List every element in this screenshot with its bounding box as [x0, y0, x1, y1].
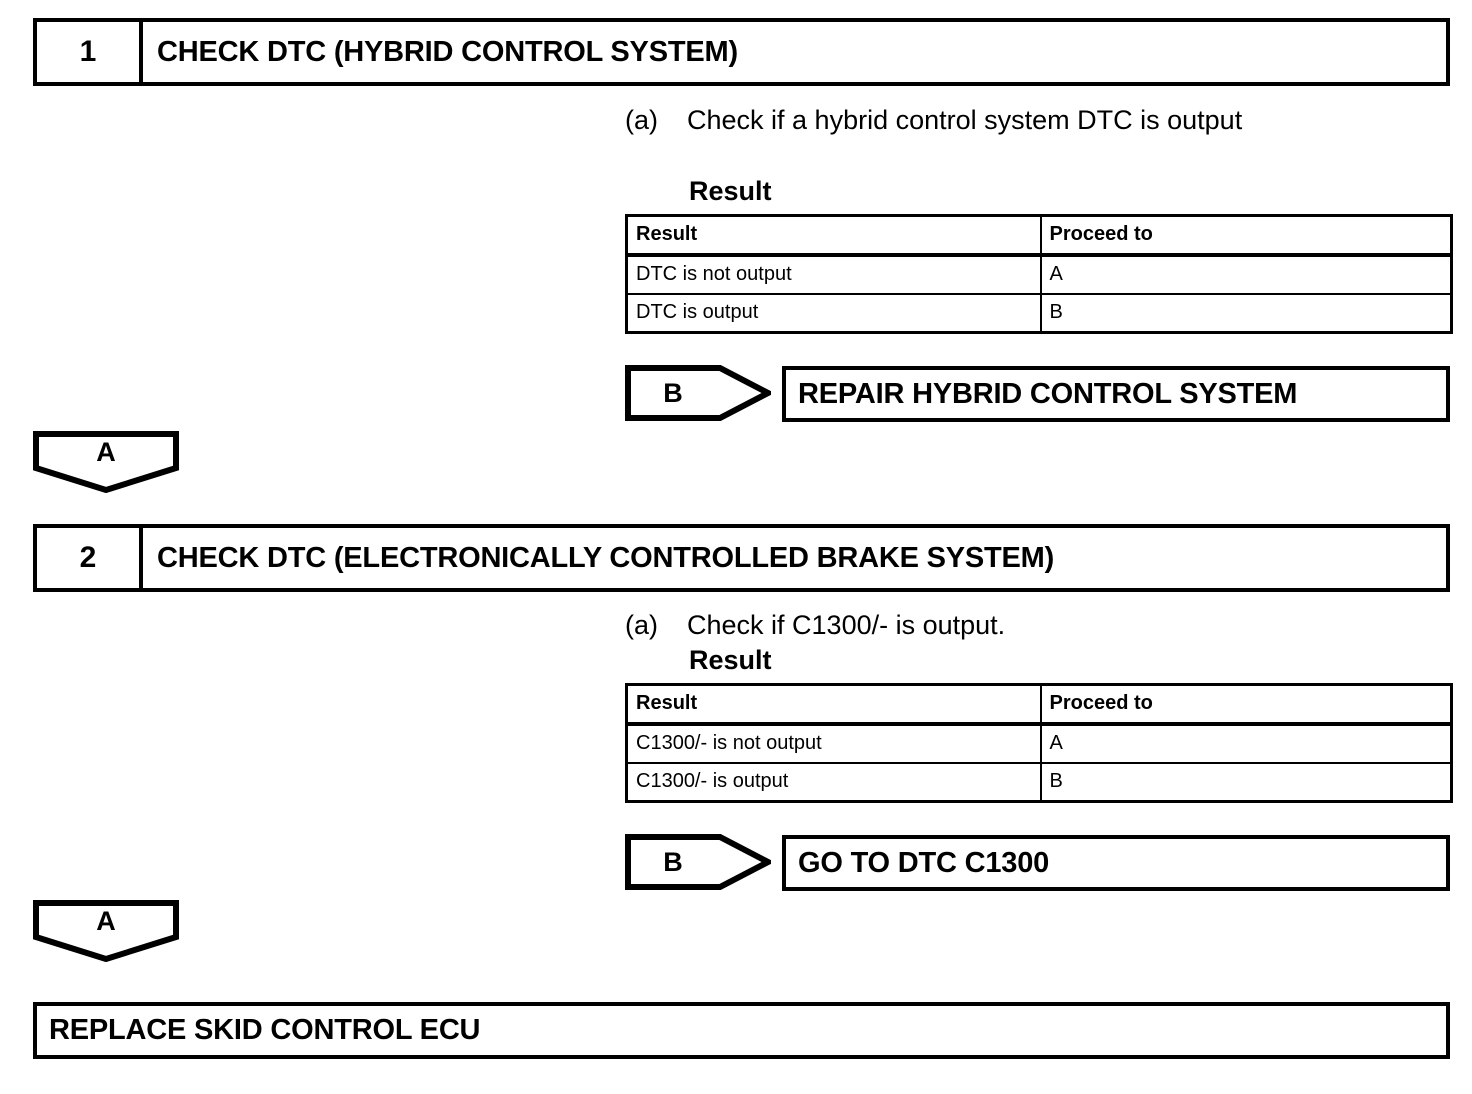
step-2-result-caption: Result: [689, 645, 772, 675]
action-box-replace-skid-control-ecu: REPLACE SKID CONTROL ECU: [33, 1002, 1450, 1059]
column-header-result: Result: [625, 214, 1042, 257]
step-1-procedure-text: Check if a hybrid control system DTC is …: [687, 105, 1243, 135]
table-row: C1300/- is not output A: [625, 722, 1453, 764]
column-header-result: Result: [625, 683, 1042, 726]
step-1-number: 1: [37, 22, 143, 82]
cell-proceed-to: B: [1039, 292, 1453, 334]
step-2-procedure-marker: (a): [625, 610, 658, 640]
table-header-row: Result Proceed to: [625, 214, 1453, 257]
cell-proceed-to: A: [1039, 253, 1453, 295]
connector-b-label-step-1: B: [663, 377, 683, 408]
connector-a-label-step-2: A: [96, 905, 116, 936]
step-1-header: 1 CHECK DTC (HYBRID CONTROL SYSTEM): [33, 18, 1450, 86]
step-2-procedure-text: Check if C1300/- is output.: [687, 610, 1006, 640]
cell-result: C1300/- is output: [625, 761, 1042, 803]
connector-a-step-2: A: [33, 900, 179, 962]
pentagon-down-icon: [33, 900, 179, 962]
cell-proceed-to: B: [1039, 761, 1453, 803]
step-2-procedure: (a) Check if C1300/- is output.: [625, 610, 1005, 641]
cell-result: DTC is output: [625, 292, 1042, 334]
step-2-header: 2 CHECK DTC (ELECTRONICALLY CONTROLLED B…: [33, 524, 1450, 592]
cell-result: DTC is not output: [625, 253, 1042, 295]
step-1-procedure-marker: (a): [625, 105, 658, 135]
step-2-title: CHECK DTC (ELECTRONICALLY CONTROLLED BRA…: [157, 541, 1055, 574]
action-box-go-to-dtc-c1300: GO TO DTC C1300: [782, 835, 1450, 891]
pentagon-down-icon: [33, 431, 179, 493]
connector-b-step-2: B: [625, 834, 771, 890]
table-row: DTC is not output A: [625, 253, 1453, 295]
pentagon-right-icon: [625, 834, 771, 890]
table-row: C1300/- is output B: [625, 761, 1453, 803]
connector-b-step-1: B: [625, 365, 771, 421]
table-row: DTC is output B: [625, 292, 1453, 334]
step-1-result-table: Result Proceed to DTC is not output A DT…: [625, 214, 1453, 334]
connector-a-label-step-1: A: [96, 436, 116, 467]
step-1-title: CHECK DTC (HYBRID CONTROL SYSTEM): [157, 35, 738, 68]
step-1-result-caption: Result: [689, 176, 772, 206]
column-header-proceed-to: Proceed to: [1039, 214, 1453, 257]
cell-proceed-to: A: [1039, 722, 1453, 764]
step-1-procedure: (a) Check if a hybrid control system DTC…: [625, 105, 1242, 136]
action-box-repair-hybrid-control-system: REPAIR HYBRID CONTROL SYSTEM: [782, 366, 1450, 422]
column-header-proceed-to: Proceed to: [1039, 683, 1453, 726]
table-header-row: Result Proceed to: [625, 683, 1453, 726]
step-2-number: 2: [37, 528, 143, 588]
step-2-result-table: Result Proceed to C1300/- is not output …: [625, 683, 1453, 803]
cell-result: C1300/- is not output: [625, 722, 1042, 764]
connector-b-label-step-2: B: [663, 846, 683, 877]
connector-a-step-1: A: [33, 431, 179, 493]
pentagon-right-icon: [625, 365, 771, 421]
